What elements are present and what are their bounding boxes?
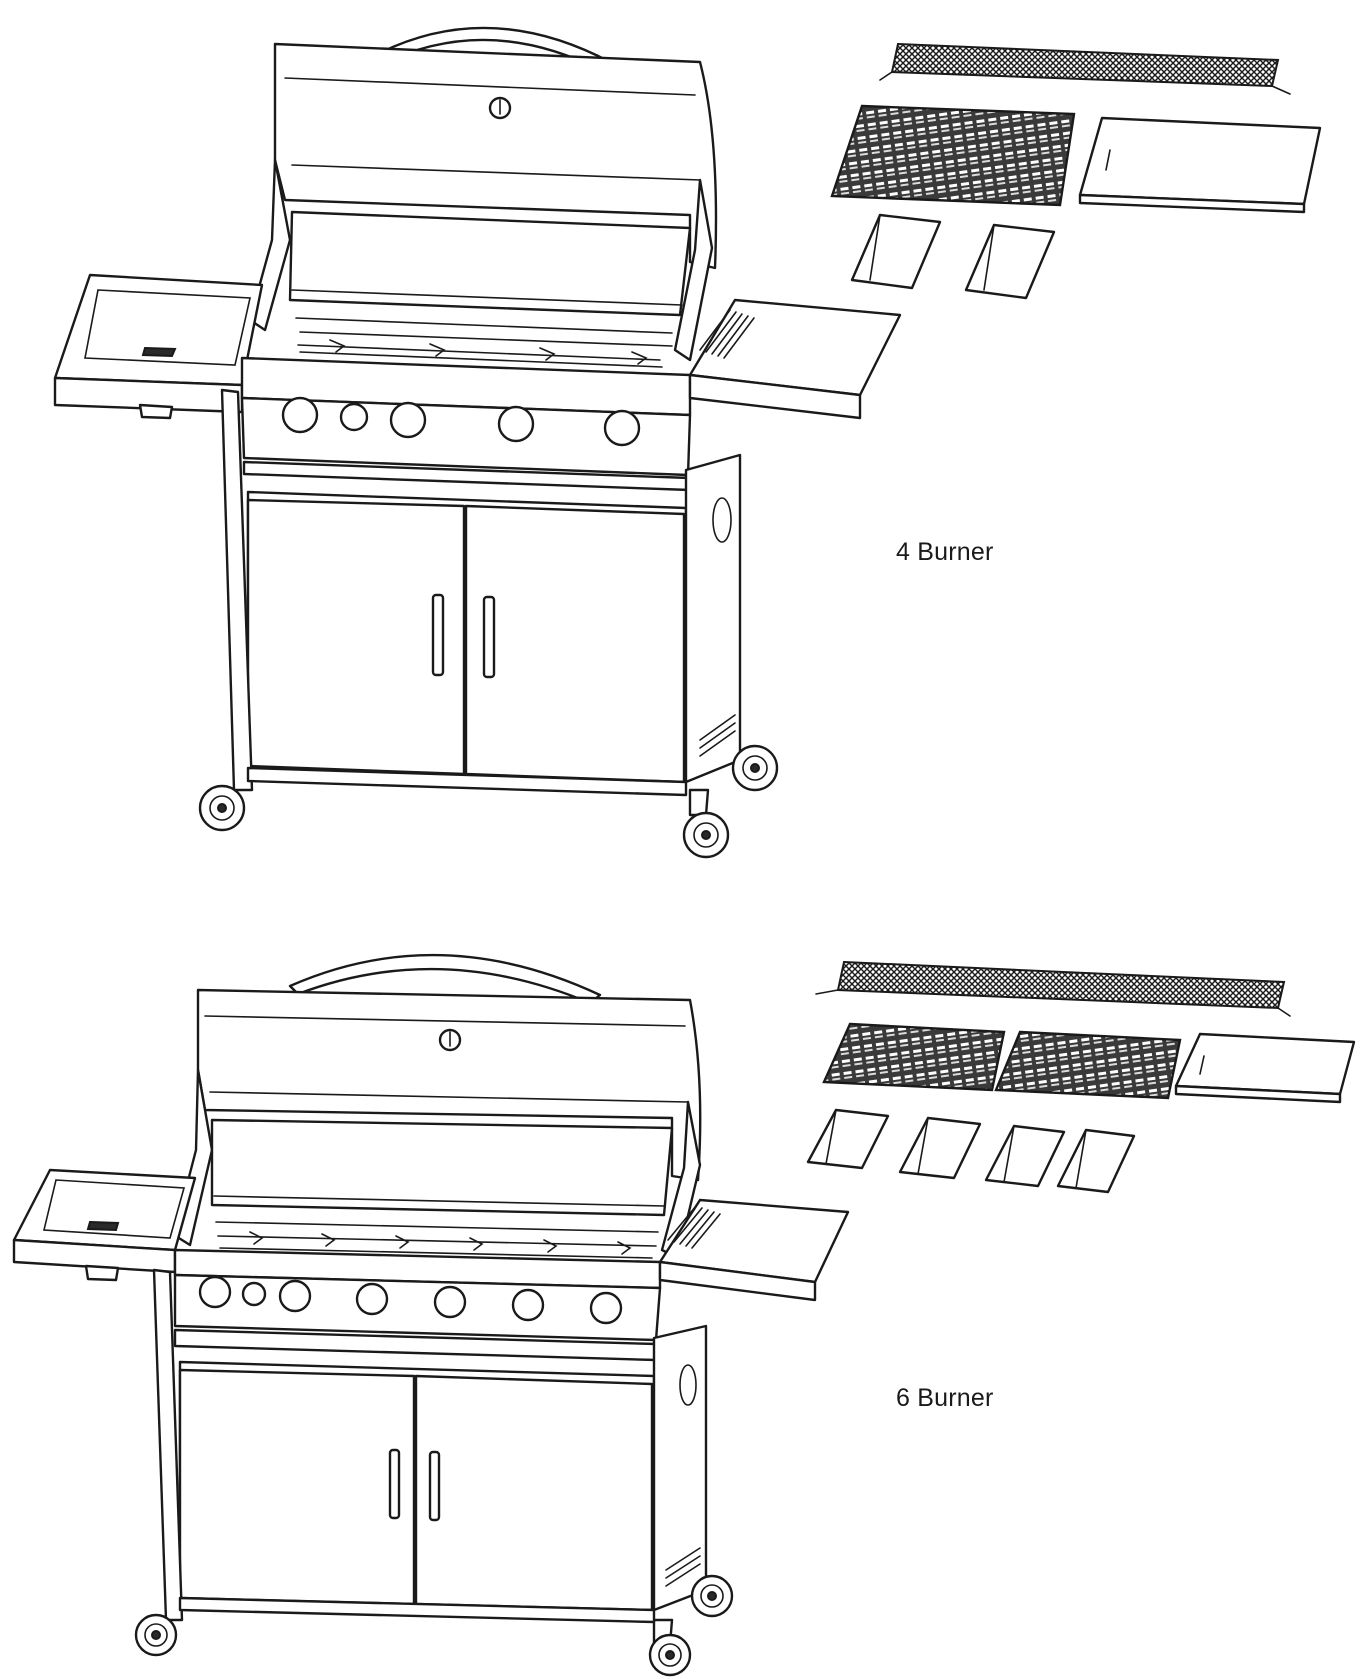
firebox-back-wall	[288, 210, 692, 317]
cooking-grate-2	[994, 1030, 1182, 1100]
control-knobs	[281, 396, 641, 447]
cooking-grate-1	[822, 1022, 1006, 1092]
side-burner-lid	[84, 289, 251, 366]
cooking-grate	[830, 104, 1076, 207]
door-handle-right	[428, 1450, 441, 1522]
door-handle-left	[388, 1448, 401, 1520]
parts-4-burner	[830, 42, 1322, 300]
lid-panel	[196, 988, 702, 1182]
cabinet-door-right	[414, 1374, 654, 1612]
flavorizer-bars	[850, 213, 1056, 300]
caster-wheels	[198, 744, 779, 859]
left-side-table	[53, 273, 264, 387]
warming-rack	[836, 960, 1286, 1010]
caster-wheels	[134, 1574, 734, 1677]
grill-6-burner	[12, 953, 850, 1677]
door-handle-left	[431, 593, 445, 677]
cabinet-door-right	[464, 504, 686, 784]
side-burner-lid	[43, 1179, 186, 1239]
control-knobs	[198, 1275, 623, 1325]
parts-6-burner	[806, 960, 1356, 1194]
lid-panel	[273, 42, 718, 270]
flavorizer-bars	[806, 1108, 1136, 1194]
firebox-back-wall	[210, 1118, 674, 1217]
door-handle-right	[482, 595, 496, 679]
cabinet-door-left	[178, 1368, 416, 1606]
grill-4-burner	[53, 26, 902, 859]
variant-label-4-burner: 4 Burner	[896, 538, 994, 566]
griddle-plate	[1078, 116, 1322, 206]
warming-rack	[890, 42, 1280, 88]
cabinet-door-left	[246, 498, 466, 776]
variant-label-6-burner: 6 Burner	[896, 1384, 994, 1412]
